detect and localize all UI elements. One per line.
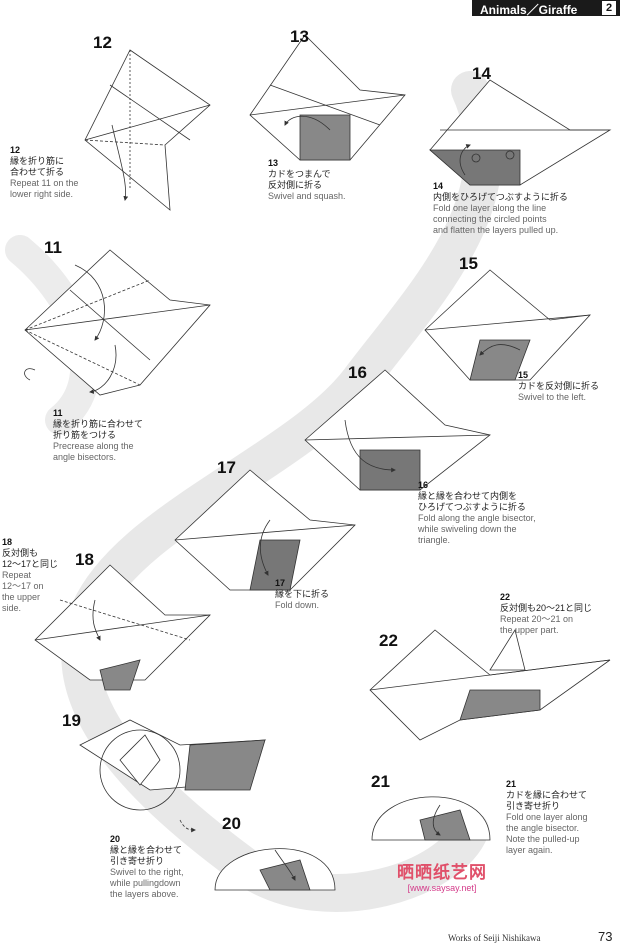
diagram-step-22 (369, 628, 611, 741)
diagram-step-21 (371, 796, 491, 841)
caption-number: 11 (53, 408, 63, 418)
diagram-step-15 (424, 269, 592, 381)
caption-english: Fold along the angle bisector,while swiv… (418, 513, 536, 545)
caption-japanese: 縁と縁を合わせて内側をひろげてつぶすように折る (418, 491, 526, 512)
caption-step-15: 15 カドを反対側に折る Swivel to the left. (518, 370, 618, 403)
site-watermark: 晒晒纸艺网 [www.saysay.net] (376, 858, 508, 893)
page-number: 73 (598, 929, 613, 944)
caption-number: 18 (2, 537, 13, 547)
caption-step-17: 17 縁を下に折る Fold down. (275, 578, 375, 611)
caption-japanese: 縁を折り筋に合わせて折り筋をつける (53, 419, 144, 440)
step-number-21: 21 (371, 772, 390, 791)
caption-number: 12 (10, 145, 21, 155)
diagram-step-14 (428, 79, 612, 186)
caption-japanese: カドを縁に合わせて引き寄せ折り (506, 790, 588, 811)
caption-step-13: 13 カドをつまんで反対側に折る Swivel and squash. (268, 158, 388, 202)
step-number-11: 11 (44, 238, 62, 257)
diagram-step-16 (304, 369, 491, 491)
caption-number: 22 (500, 592, 511, 602)
caption-number: 21 (506, 779, 517, 789)
caption-step-11: 11 縁を折り筋に合わせて折り筋をつける Precrease along the… (53, 408, 183, 463)
caption-english: Swivel to the left. (518, 392, 587, 402)
diagram-step-13 (249, 34, 406, 161)
diagram-step-18 (34, 564, 211, 691)
caption-japanese: 内側をひろげてつぶすように折る (433, 192, 568, 202)
step-number-14: 14 (472, 64, 491, 83)
diagram-step-11 (24, 249, 211, 396)
diagram-step-19 (79, 719, 267, 833)
step-number-16: 16 (348, 363, 367, 382)
chapter-badge: 2 (602, 1, 616, 15)
caption-number: 20 (110, 834, 121, 844)
step-number-12: 12 (93, 33, 112, 52)
caption-step-14: 14 内側をひろげてつぶすように折る Fold one layer along … (433, 181, 613, 236)
caption-english: Fold down. (275, 600, 320, 610)
caption-english: Swivel and squash. (268, 191, 346, 201)
caption-number: 14 (433, 181, 444, 191)
caption-japanese: 縁と縁を合わせて引き寄せ折り (110, 845, 183, 866)
step-number-19: 19 (62, 711, 81, 730)
footer-credit: Works of Seiji Nishikawa (448, 933, 541, 943)
caption-japanese: 反対側も20〜21と同じ (500, 603, 593, 613)
step-number-17: 17 (217, 458, 236, 477)
page-header: Animals／Giraffe 2 (0, 0, 620, 18)
diagram-step-12 (84, 49, 211, 211)
step-number-22: 22 (379, 631, 398, 650)
caption-number: 16 (418, 480, 429, 490)
caption-step-16: 16 縁と縁を合わせて内側をひろげてつぶすように折る Fold along th… (418, 480, 588, 546)
step-number-20: 20 (222, 814, 241, 833)
caption-japanese: カドを反対側に折る (518, 381, 600, 391)
step-number-15: 15 (459, 254, 478, 273)
caption-step-20: 20 縁と縁を合わせて引き寄せ折り Swivel to the right,wh… (110, 834, 228, 900)
caption-number: 15 (518, 370, 529, 380)
watermark-url: [www.saysay.net] (407, 883, 477, 893)
watermark-name: 晒晒纸艺网 (397, 863, 487, 882)
step-number-18: 18 (75, 550, 94, 569)
diagram-step-17 (174, 469, 356, 591)
caption-japanese: カドをつまんで反対側に折る (268, 169, 331, 190)
caption-number: 17 (275, 578, 286, 588)
diagram-step-20 (214, 848, 336, 891)
caption-japanese: 縁を折り筋に合わせて折る (10, 156, 65, 177)
step-number-13: 13 (290, 27, 309, 46)
header-bar (472, 0, 620, 16)
caption-japanese: 縁を下に折る (275, 589, 330, 599)
header-title: Animals／Giraffe (480, 3, 578, 17)
caption-number: 13 (268, 158, 279, 168)
